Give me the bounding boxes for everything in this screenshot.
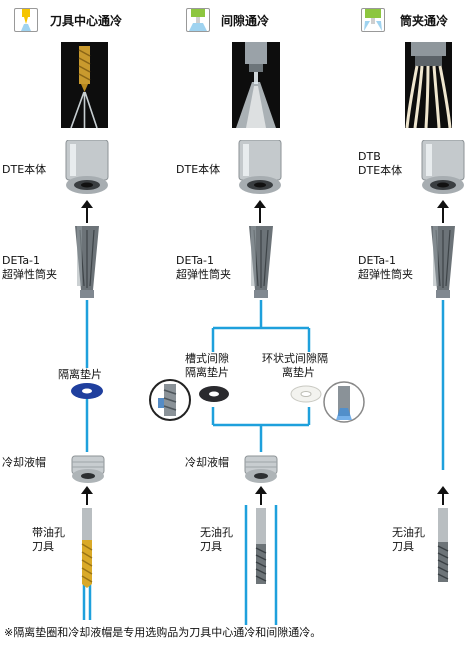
header-through-coolant: 刀具中心通冷 (50, 14, 123, 28)
spacer-label-1: 隔离垫片 (58, 368, 102, 381)
collet-3 (431, 226, 455, 298)
gap-coolant-icon (186, 8, 210, 32)
spacer-blue (71, 383, 103, 399)
up-arrow (437, 486, 449, 505)
end-mill-3 (437, 508, 449, 582)
through-coolant-photo (61, 42, 108, 129)
dte-body-2 (238, 140, 282, 194)
up-arrow (254, 200, 266, 223)
footnote: ※隔离垫圈和冷却液帽是专用选购品为刀具中心通冷和间隙通冷。 (4, 626, 322, 639)
slotted-spacer-detail-icon (149, 379, 191, 421)
up-arrow (255, 486, 267, 505)
collet-label-2: DETa-1 超弹性筒夹 (176, 254, 231, 281)
coolant-cap-2 (244, 455, 278, 483)
body-label-2: DTE本体 (176, 163, 221, 176)
collet-coolant-icon (361, 8, 385, 32)
through-coolant-icon (14, 8, 38, 32)
collet-1 (75, 226, 99, 298)
up-arrow (81, 486, 93, 505)
body-label-1: DTE本体 (2, 163, 47, 176)
tool-label-3: 无油孔 刀具 (392, 526, 425, 553)
dte-body-1 (65, 140, 109, 194)
collet-2 (249, 226, 273, 298)
spacer-black (199, 386, 229, 402)
tool-label-1: 带油孔 刀具 (32, 526, 65, 553)
end-mill (255, 508, 267, 584)
up-arrow (437, 200, 449, 223)
collet-label-1: DETa-1 超弹性筒夹 (2, 254, 57, 281)
collet-coolant-photo (405, 42, 452, 129)
up-arrow (81, 200, 93, 223)
collet-label-3: DETa-1 超弹性筒夹 (358, 254, 413, 281)
gap-coolant-photo (232, 42, 280, 128)
body-label-3: DTB DTE本体 (358, 150, 403, 177)
ring-spacer-detail-icon (323, 381, 365, 423)
coolant-cap-1 (71, 455, 105, 483)
cap-label-1: 冷却液帽 (2, 456, 46, 469)
header-gap-coolant: 间隙通冷 (221, 14, 270, 28)
spacer-label-ring: 环状式间隙隔 离垫片 (262, 352, 328, 379)
spacer-white (290, 385, 322, 403)
spacer-label-slotted: 槽式间隙 隔离垫片 (185, 352, 229, 379)
tool-label-2: 无油孔 刀具 (200, 526, 233, 553)
cap-label-2: 冷却液帽 (185, 456, 229, 469)
header-collet-coolant: 筒夹通冷 (400, 14, 449, 28)
dte-body-3 (421, 140, 465, 194)
drill-with-oil-hole (81, 508, 93, 588)
